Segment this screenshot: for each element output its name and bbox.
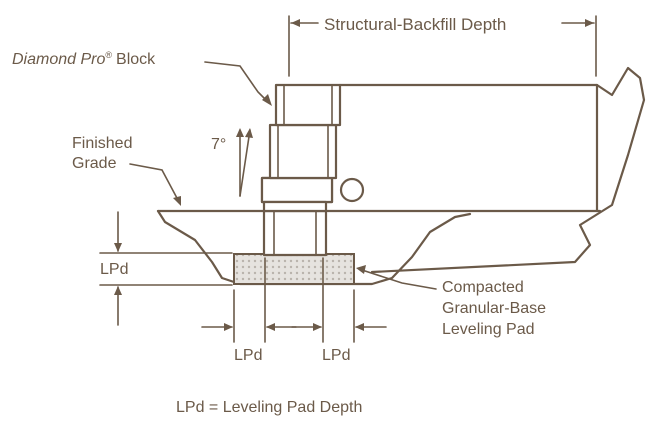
leveling-pad-leader — [361, 269, 437, 290]
retained-soil-edge — [370, 66, 646, 274]
block-registered-mark: ® — [105, 50, 112, 60]
leveling-pad — [233, 253, 355, 285]
block-leader-line — [204, 61, 269, 103]
block-label: Diamond Pro® Block — [12, 50, 156, 68]
block-word: Block — [116, 51, 156, 68]
structural-backfill-depth-label: Structural-Backfill Depth — [324, 15, 506, 34]
finished-grade-leader — [129, 163, 179, 201]
lpd-bottom-right-label: LPd — [322, 347, 350, 364]
pad-label-line3: Leveling Pad — [442, 321, 535, 338]
finished-grade-label-line1: Finished — [72, 135, 132, 152]
block-name: Diamond Pro — [12, 51, 105, 68]
pad-label-line1: Compacted — [442, 279, 524, 296]
finished-grade-label-line2: Grade — [72, 155, 117, 172]
wall-block-stack — [260, 83, 365, 257]
legend-text: LPd = Leveling Pad Depth — [176, 399, 362, 416]
structural-backfill-zone — [338, 83, 599, 213]
batter-angle-label: 7° — [211, 136, 226, 153]
lpd-vertical-label: LPd — [100, 261, 128, 278]
pad-label-line2: Granular-Base — [442, 300, 546, 317]
lpd-bottom-left-label: LPd — [234, 347, 262, 364]
